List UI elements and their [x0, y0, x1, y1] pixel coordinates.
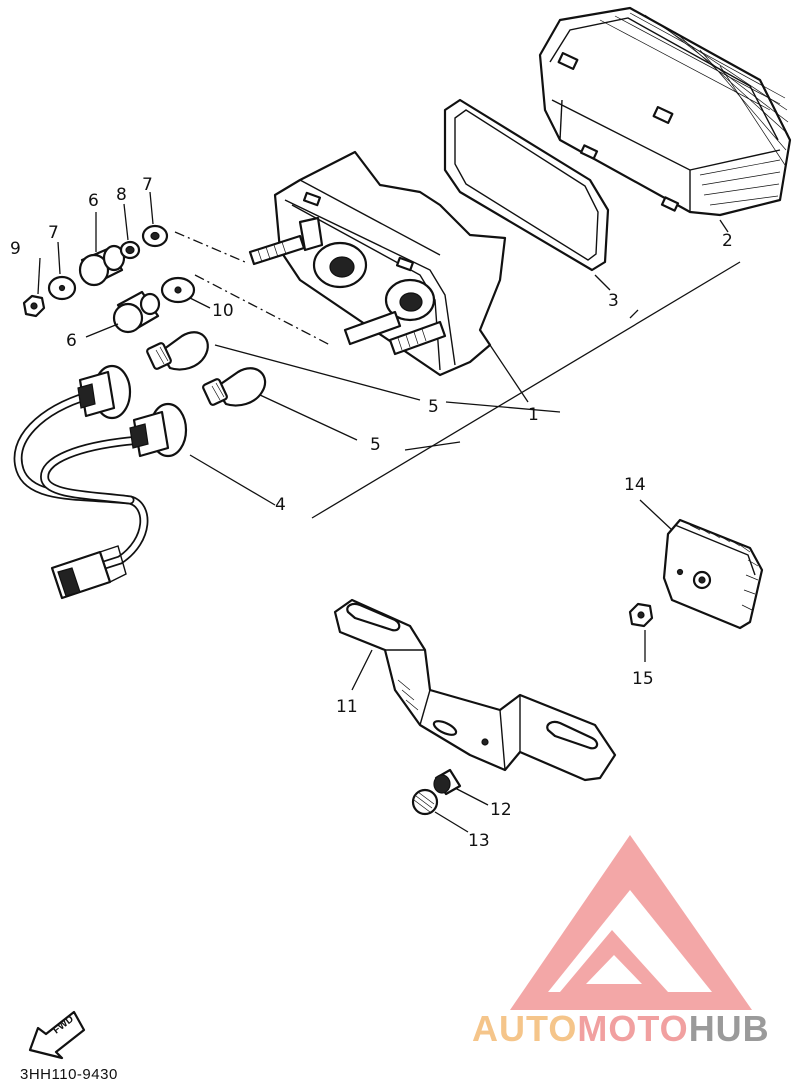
callout-9: 9: [10, 239, 21, 259]
watermark-text: AUTOMOTOHUB: [472, 1008, 770, 1050]
part-13-nut: [411, 788, 439, 816]
part-11-bracket: [333, 598, 617, 782]
watermark-logo-icon: [510, 835, 752, 1010]
callout-8: 8: [116, 185, 127, 205]
part-8-collar: [119, 240, 141, 260]
callout-7-left: 7: [48, 223, 59, 243]
callout-3: 3: [608, 291, 619, 311]
part-5-bulb-lower: [202, 367, 267, 407]
part-1-tail-housing: [248, 150, 507, 377]
callout-1: 1: [528, 405, 539, 425]
callout-labels: 1 2 3 4 5 5 6 6 7 7 8 9 10 11 12 13 14 1…: [10, 175, 733, 851]
part-10-washer: [160, 276, 196, 304]
part-4-socket-harness: [13, 364, 188, 600]
callout-7-right: 7: [142, 175, 153, 195]
callout-2: 2: [722, 231, 733, 251]
callout-13: 13: [468, 831, 490, 851]
part-14-reflector: [662, 518, 764, 630]
callout-12: 12: [490, 800, 512, 820]
part-7-washer-right: [141, 224, 169, 248]
callout-15: 15: [632, 669, 654, 689]
part-12-grommet: [433, 768, 462, 796]
fwd-arrow-icon: FWD: [28, 1010, 86, 1060]
part-7-washer-left: [47, 275, 77, 301]
callout-14: 14: [624, 475, 646, 495]
leader-lines: [37, 191, 741, 833]
callout-5-upper: 5: [428, 397, 439, 417]
callout-5-lower: 5: [370, 435, 381, 455]
diagram-code: 3HH110-9430: [20, 1066, 118, 1083]
part-2-tail-lens: [538, 6, 792, 217]
part-15-nut: [628, 602, 654, 628]
part-6-grommet-lower: [112, 290, 161, 334]
part-3-gasket: [443, 98, 610, 272]
watermark-text-hub: HUB: [688, 1008, 770, 1049]
part-5-bulb-upper: [146, 331, 209, 371]
callout-11: 11: [336, 697, 358, 717]
callout-4: 4: [275, 495, 286, 515]
watermark-text-auto: AUTO: [472, 1008, 578, 1049]
part-9-nut: [22, 294, 46, 318]
callout-10: 10: [212, 301, 234, 321]
part-6-grommet-upper: [78, 244, 126, 287]
callout-6-upper: 6: [88, 191, 99, 211]
callout-6-lower: 6: [66, 331, 77, 351]
watermark-text-moto: MOTO: [577, 1008, 689, 1049]
